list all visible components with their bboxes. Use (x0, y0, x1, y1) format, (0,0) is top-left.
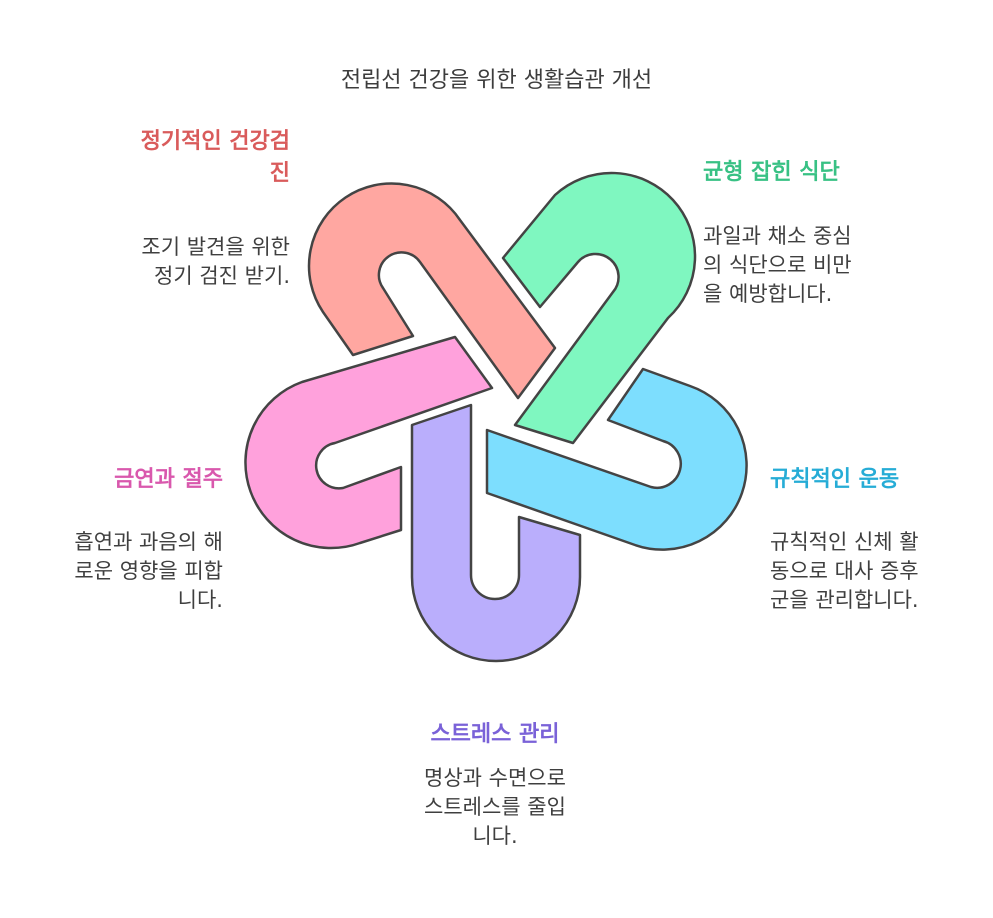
diet-description: 과일과 채소 중심 의 식단으로 비만 을 예방합니다. (703, 222, 933, 309)
checkup-heading-line1: 정기적인 건강검 (140, 129, 290, 154)
stress-desc-line: 니다. (472, 824, 518, 848)
stress-description: 명상과 수면으로 스트레스를 줄입 니다. (370, 764, 620, 851)
checkup-desc-line: 정기 검진 받기. (154, 264, 290, 288)
smoking-desc-line: 흡연과 과음의 해 (74, 530, 223, 554)
diet-heading: 균형 잡힌 식단 (703, 160, 840, 185)
smoking-segment (244, 335, 494, 550)
stress-desc-line: 스트레스를 줄입 (424, 795, 566, 819)
diagram-title: 전립선 건강을 위한 생활습관 개선 (340, 68, 653, 93)
exercise-segment (485, 367, 748, 551)
exercise-desc-line: 규칙적인 신체 활 (770, 530, 919, 554)
diet-segment (501, 171, 697, 445)
exercise-heading: 규칙적인 운동 (770, 467, 900, 492)
smoking-description: 흡연과 과음의 해 로운 영향을 피합 니다. (10, 528, 223, 615)
exercise-desc-line: 군을 관리합니다. (770, 588, 919, 612)
stress-segment (410, 403, 582, 663)
checkup-heading-line2: 진 (269, 161, 290, 186)
checkup-segment (307, 182, 557, 400)
smoking-heading: 금연과 절주 (114, 467, 223, 492)
checkup-desc-line: 조기 발견을 위한 (141, 235, 290, 259)
diet-desc-line: 을 예방합니다. (703, 282, 833, 306)
exercise-desc-line: 동으로 대사 증후 (770, 559, 919, 583)
exercise-description: 규칙적인 신체 활 동으로 대사 증후 군을 관리합니다. (770, 528, 990, 615)
diet-desc-line: 의 식단으로 비만 (703, 253, 852, 277)
stress-heading: 스트레스 관리 (430, 722, 560, 747)
stress-desc-line: 명상과 수면으로 (424, 766, 566, 790)
diet-desc-line: 과일과 채소 중심 (703, 224, 852, 248)
smoking-desc-line: 니다. (177, 588, 223, 612)
checkup-heading: 정기적인 건강검 진 (80, 126, 290, 190)
checkup-description: 조기 발견을 위한 정기 검진 받기. (60, 233, 290, 291)
smoking-desc-line: 로운 영향을 피합 (74, 559, 223, 583)
